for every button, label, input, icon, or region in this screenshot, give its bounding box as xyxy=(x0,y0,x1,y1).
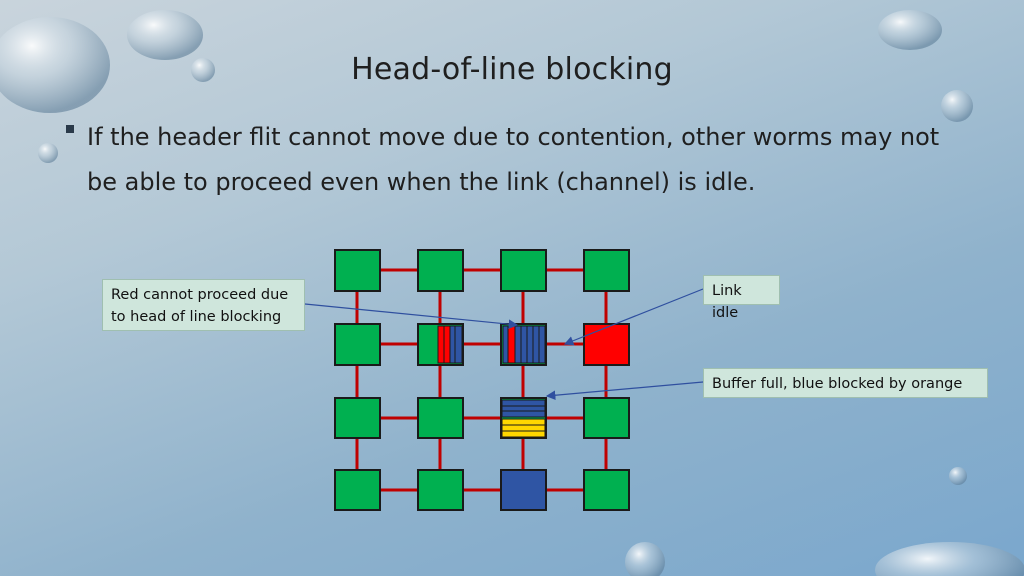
router-node xyxy=(417,397,464,439)
blue-flit xyxy=(514,325,522,364)
blue-flit xyxy=(532,325,540,364)
router-node xyxy=(583,249,630,292)
blue-flit xyxy=(538,325,546,364)
callout-link-idle: Link idle xyxy=(703,275,780,321)
routers xyxy=(334,249,630,511)
blue-flit xyxy=(454,325,463,364)
blue-flit xyxy=(502,325,509,364)
blue-flit xyxy=(501,405,546,412)
droplet xyxy=(949,467,967,485)
blue-flit xyxy=(526,325,534,364)
droplet xyxy=(0,17,110,113)
droplet xyxy=(127,10,203,60)
droplet xyxy=(878,10,942,50)
router-node xyxy=(417,469,464,511)
red-flit xyxy=(443,325,451,364)
blue-flit xyxy=(520,325,528,364)
red-flit xyxy=(507,325,516,364)
router-node-blue-destination xyxy=(500,469,547,511)
router-node-red-destination xyxy=(583,323,630,366)
red-flit xyxy=(437,325,445,364)
yellow-flit xyxy=(501,418,546,426)
router-node xyxy=(583,397,630,439)
flits-buffer-full xyxy=(501,399,546,438)
router-node xyxy=(500,249,547,292)
yellow-flit xyxy=(501,424,546,432)
pointer-arrow xyxy=(545,381,704,401)
yellow-flit xyxy=(501,430,546,438)
router-node xyxy=(334,249,381,292)
droplet xyxy=(191,58,215,82)
callout-buffer-full: Buffer full, blue blocked by orange xyxy=(703,368,988,398)
droplet xyxy=(38,143,58,163)
blue-flit xyxy=(501,410,546,418)
flits-router-2-2 xyxy=(437,325,463,364)
blue-flit xyxy=(449,325,456,364)
slide-title: Head-of-line blocking xyxy=(351,52,673,87)
router-node xyxy=(334,323,381,366)
flits-router-2-3 xyxy=(502,325,546,364)
links xyxy=(355,268,608,492)
callout-red-blocked: Red cannot proceed due to head of line b… xyxy=(102,279,305,331)
router-node xyxy=(334,397,381,439)
pointer-arrow xyxy=(304,303,519,329)
router-node xyxy=(334,469,381,511)
blue-flit xyxy=(501,399,546,407)
droplet xyxy=(625,542,665,576)
droplet xyxy=(941,90,973,122)
bullet-square-icon xyxy=(66,125,74,133)
bullet-text: If the header flit cannot move due to co… xyxy=(87,123,940,196)
pointer-arrow xyxy=(563,288,704,346)
router-node xyxy=(583,469,630,511)
droplet xyxy=(875,542,1024,576)
router-node xyxy=(417,249,464,292)
